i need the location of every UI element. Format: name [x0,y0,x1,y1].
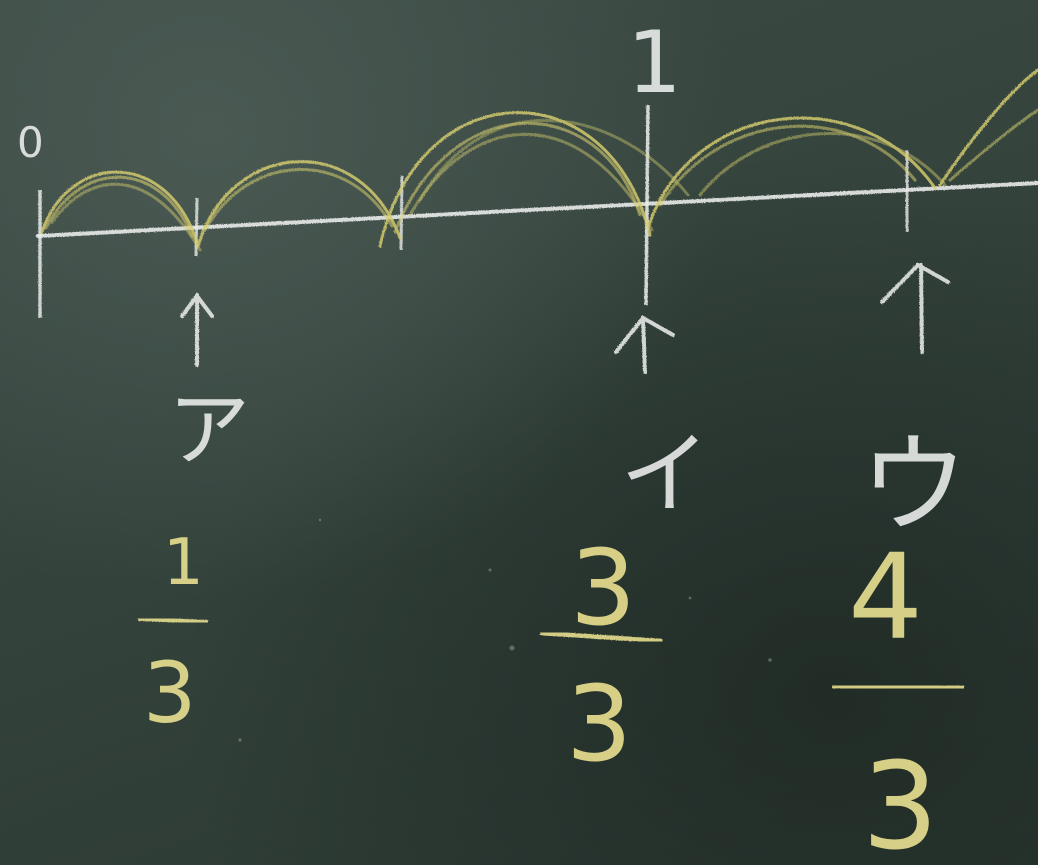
fraction-u-numerator: 4 [848,528,923,666]
tick-one [644,104,650,306]
fraction-u-bar [831,683,965,691]
hop-arcs [40,68,1038,252]
fraction-a-numerator: 1 [163,526,204,600]
fraction-i-denominator: 3 [566,663,632,785]
origin-label: 0 [17,118,44,167]
fraction-a-bar [137,617,209,624]
fraction-a: 1 3 [137,526,209,742]
marker-i-label: イ [620,422,710,527]
arrows [180,262,950,374]
marker-a-label: ア [168,383,250,478]
marker-u-label: ウ [860,423,968,548]
arrow-i-icon [614,315,675,374]
fraction-i-numerator: 3 [570,527,636,649]
arrow-a-icon [180,292,214,367]
fraction-a-denominator: 3 [143,644,196,742]
fraction-u-denominator: 3 [862,738,938,865]
fraction-u: 4 3 [831,528,965,865]
chalk-dust [238,518,772,742]
fraction-i-bar [539,630,663,644]
arrow-u-icon [880,262,950,354]
fraction-i: 3 3 [539,527,663,785]
one-label: 1 [627,13,682,113]
